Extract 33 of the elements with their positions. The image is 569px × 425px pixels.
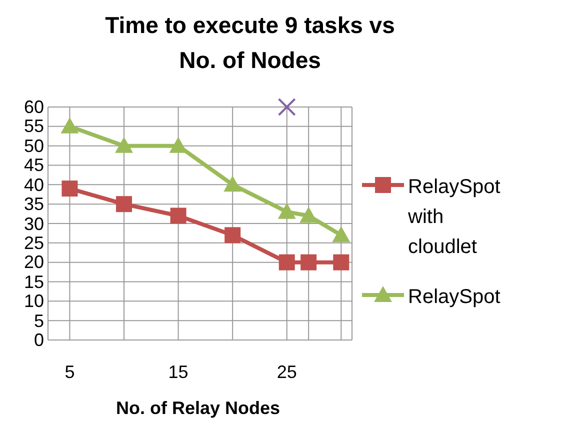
tick-label: 30 — [22, 214, 44, 234]
tick-label: 60 — [22, 97, 44, 117]
tick-label: 20 — [22, 252, 44, 272]
tick-label: 0 — [32, 330, 44, 350]
tick-label: 10 — [22, 291, 44, 312]
tick-label: 50 — [22, 136, 44, 156]
point — [278, 202, 296, 219]
point — [62, 180, 78, 197]
tick-label: 40 — [22, 174, 44, 195]
tick-label: 15 — [22, 272, 44, 292]
point — [332, 226, 350, 242]
chart-title: Time to execute 9 tasks vs No. of Nodes — [104, 11, 396, 75]
point — [115, 136, 133, 153]
point — [116, 196, 132, 212]
tick-label: 5 — [32, 310, 44, 331]
point — [224, 176, 242, 192]
point — [60, 117, 79, 134]
point — [224, 227, 241, 244]
legend-label: RelaySpot with cloudlet — [408, 175, 502, 260]
point — [278, 254, 295, 270]
tick-label: 15 — [167, 362, 190, 383]
point — [333, 254, 350, 270]
tick-label: 35 — [22, 194, 44, 214]
point — [300, 206, 318, 223]
tick-label: 25 — [22, 232, 44, 253]
tick-label: 5 — [64, 362, 76, 383]
axis-title: No. of Relay Nodes — [114, 398, 282, 419]
tick-label: 25 — [276, 362, 298, 383]
point — [300, 254, 317, 270]
point — [170, 208, 186, 224]
tick-label: 45 — [22, 155, 44, 176]
legend-label: RelaySpot — [408, 285, 502, 310]
tick-label: 55 — [22, 116, 44, 136]
